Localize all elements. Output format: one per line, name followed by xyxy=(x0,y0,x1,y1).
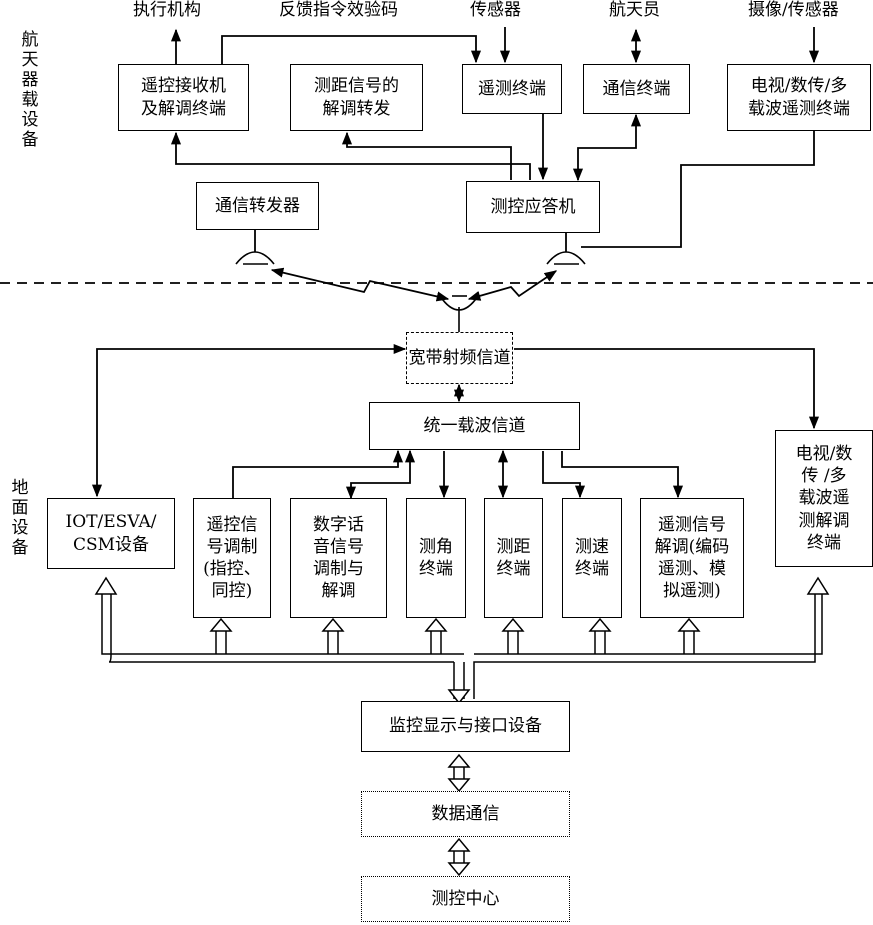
bus-head-iot xyxy=(94,576,118,595)
antennas xyxy=(235,251,586,332)
bus-inner-right xyxy=(473,593,816,699)
rc-receiver-box: 遥控接收机 及解调终端 xyxy=(118,64,249,131)
bus-head-tv xyxy=(806,576,830,595)
line-rf-tv xyxy=(514,348,820,430)
hollow-arrow-data-center xyxy=(447,837,471,877)
comm-terminal-box: 通信终端 xyxy=(583,64,690,114)
bus-inner-left xyxy=(108,593,454,663)
antenna-right-icon xyxy=(546,251,586,265)
bus-drop-rcmod xyxy=(215,630,227,654)
line-carrier-telemetry xyxy=(561,451,684,499)
ranging-relay-box: 测距信号的 解调转发 xyxy=(290,64,423,131)
bus-drops xyxy=(209,617,701,654)
velocity-terminal-box: 测速 终端 xyxy=(562,498,622,618)
bus-drop-telemetry xyxy=(683,630,695,654)
bus-drop-angle xyxy=(430,630,442,654)
iot-csm-box: IOT/ESVA/ CSM设备 xyxy=(47,498,175,569)
bus-head-telemetry xyxy=(677,617,701,632)
label-feedback-code: 反馈指令效验码 xyxy=(279,0,398,20)
telemetry-demod-box: 遥测信号 解调(编码 遥测、模 拟遥测) xyxy=(640,498,744,618)
line-carrier-velocity xyxy=(542,451,586,499)
line-rf-iot xyxy=(91,343,407,498)
line-tv-antenna xyxy=(581,131,815,248)
angle-terminal-box: 测角 终端 xyxy=(406,498,466,618)
line-comm-transponder xyxy=(572,113,642,182)
bus-head-range xyxy=(501,617,525,632)
line-transponder-ranging xyxy=(341,131,512,180)
range-terminal-box: 测距 终端 xyxy=(484,498,543,618)
radio-link-right xyxy=(467,270,558,301)
ground-connections xyxy=(91,343,820,500)
wideband-rf-channel-box: 宽带射频信道 xyxy=(406,332,513,384)
label-actuator: 执行机构 xyxy=(133,0,201,20)
bus-drop-range xyxy=(507,630,519,654)
bus-outer-right xyxy=(474,593,823,655)
bus-head-velocity xyxy=(588,617,612,632)
tv-terminal-box: 电视/数传/多 载波遥测终端 xyxy=(727,64,871,131)
hollow-arrow-monitor-data xyxy=(447,753,471,793)
bus-head-rcmod xyxy=(209,617,233,632)
onboard-connections xyxy=(170,27,820,252)
bus-outer-left xyxy=(101,593,464,655)
line-voice-carrier xyxy=(345,449,416,500)
bus-head-angle xyxy=(424,617,448,632)
antenna-left-icon xyxy=(235,251,275,265)
monitor-interface-box: 监控显示与接口设备 xyxy=(361,701,570,752)
ground-section-label: 地面设备 xyxy=(11,478,29,558)
voice-modem-box: 数字话 音信号 调制与 解调 xyxy=(290,498,387,618)
label-sensor: 传感器 xyxy=(470,0,521,20)
label-camera-sensor: 摄像/传感器 xyxy=(748,0,839,20)
onboard-section-label: 航天器载设备 xyxy=(21,30,39,150)
bus-head-monitor xyxy=(447,689,471,705)
telemetry-terminal-box: 遥测终端 xyxy=(462,64,562,114)
tv-demod-box: 电视/数 传 /多 载波遥 测解调 终端 xyxy=(775,430,873,567)
unified-carrier-channel-box: 统一载波信道 xyxy=(369,402,580,450)
bus-head-voice xyxy=(321,617,345,632)
comm-transponder-box: 通信转发器 xyxy=(196,182,319,230)
ttc-center-box: 测控中心 xyxy=(361,876,570,922)
line-rcmod-carrier xyxy=(232,449,404,498)
bus-drop-velocity xyxy=(594,630,606,654)
radio-links xyxy=(270,267,558,302)
feedback-code-line xyxy=(221,35,482,65)
data-comm-box: 数据通信 xyxy=(361,791,570,837)
line-transponder-receiver xyxy=(170,131,531,180)
ttc-transponder-box: 测控应答机 xyxy=(466,181,600,233)
label-astronaut: 航天员 xyxy=(609,0,660,20)
bus-drop-voice xyxy=(327,630,339,654)
rc-modulation-box: 遥控信 号调制 (指控、 同控) xyxy=(193,498,271,618)
radio-link-left xyxy=(270,267,450,302)
monitor-bus xyxy=(94,576,830,877)
